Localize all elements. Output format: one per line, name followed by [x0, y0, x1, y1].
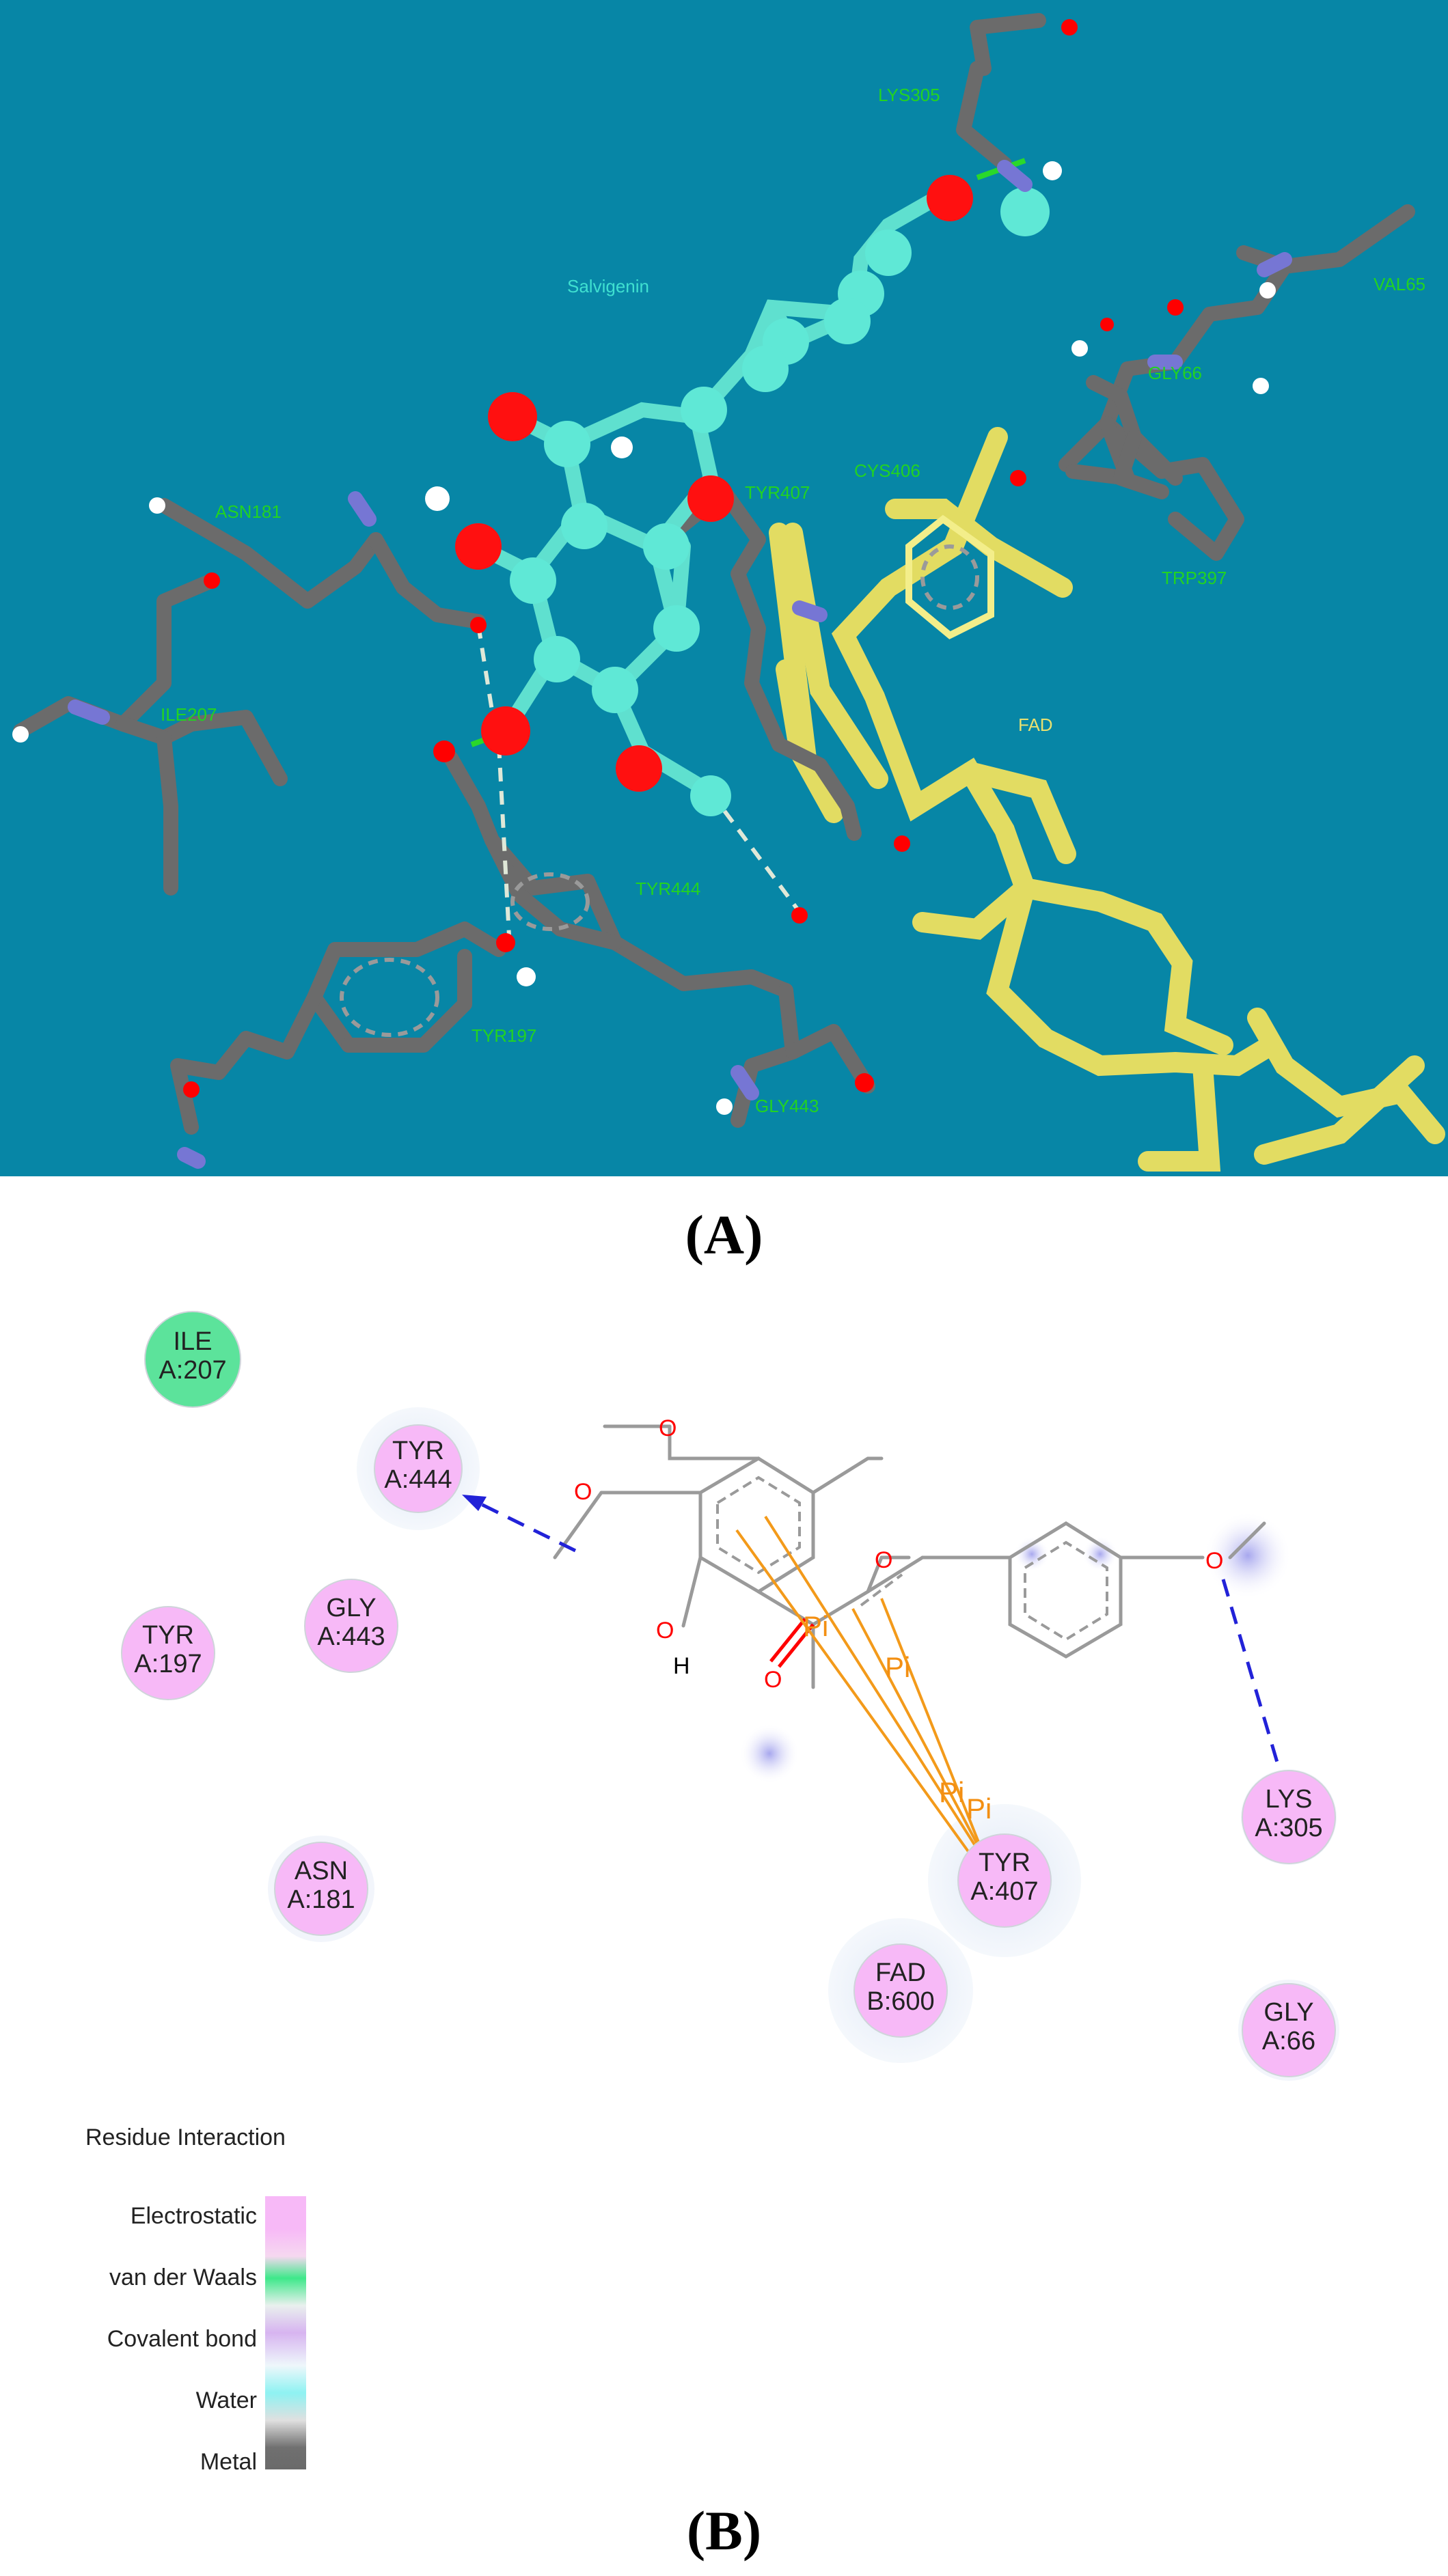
- residue-atoms: [12, 19, 1276, 1115]
- asn181-id: A:181: [287, 1885, 355, 1914]
- ligand-aromatic-dashes: [716, 1476, 1108, 1642]
- label-ile207: ILE207: [161, 704, 217, 725]
- pi-label-1: Pi: [803, 1610, 828, 1642]
- panel-b-svg: O O O O O O H Pi Pi Pi Pi: [85, 1311, 1339, 2475]
- aromatic-ring-markers: [340, 544, 979, 1037]
- oxygen-label-6: O: [1205, 1548, 1223, 1574]
- disc-gly443: [304, 1579, 398, 1673]
- panel-a-labels: LYS305 VAL65 Salvigenin GLY66 ASN181 TYR…: [161, 85, 1425, 1116]
- gly66-name: GLY: [1263, 1998, 1313, 2027]
- oxygen-label-5: O: [764, 1667, 782, 1693]
- label-asn181: ASN181: [215, 501, 282, 522]
- disc-tyr407: [957, 1833, 1052, 1928]
- residue-discs: [121, 1311, 1336, 2077]
- label-tyr197: TYR197: [472, 1025, 536, 1046]
- disc-tyr444: [374, 1424, 463, 1513]
- disc-asn181: [274, 1842, 368, 1936]
- panel-a-svg: LYS305 VAL65 Salvigenin GLY66 ASN181 TYR…: [0, 0, 1448, 1176]
- label-val65: VAL65: [1374, 274, 1425, 294]
- gly443-id: A:443: [317, 1622, 385, 1651]
- fad600-id: B:600: [866, 1987, 934, 2016]
- oxygen-bonds: [769, 1618, 815, 1668]
- disc-lys305: [1242, 1770, 1336, 1864]
- lys305-id: A:305: [1255, 1814, 1322, 1842]
- nitrogen-segments: [68, 160, 1292, 1169]
- disc-fad600: [853, 1943, 948, 2038]
- ligand-atoms: [425, 175, 1050, 816]
- ligand-skeleton: [553, 1424, 1266, 1689]
- legend-item-electrostatic: Electrostatic: [131, 2203, 257, 2229]
- ligand-oxygens: O O O O O O: [574, 1415, 1223, 1693]
- legend-item-covalent: Covalent bond: [107, 2326, 257, 2352]
- panel-b-2d-diagram: O O O O O O H Pi Pi Pi Pi: [0, 1230, 1448, 2576]
- legend-title: Residue Interaction: [85, 2124, 286, 2150]
- label-gly66: GLY66: [1148, 363, 1202, 383]
- pi-labels: Pi Pi Pi Pi: [803, 1610, 992, 1825]
- label-fad: FAD: [1018, 715, 1053, 735]
- pi-label-2: Pi: [885, 1651, 910, 1683]
- legend-color-bar: [265, 2196, 306, 2469]
- legend-item-vdw: van der Waals: [109, 2265, 257, 2290]
- legend-item-metal: Metal: [200, 2449, 257, 2475]
- asn181-name: ASN: [295, 1857, 348, 1885]
- tyr444-id: A:444: [384, 1465, 452, 1494]
- oxygen-label-4: O: [656, 1618, 674, 1644]
- pi-label-3: Pi: [939, 1776, 964, 1808]
- panel-a-3d-view: LYS305 VAL65 Salvigenin GLY66 ASN181 TYR…: [0, 0, 1448, 1176]
- oxygen-label-1: O: [659, 1415, 677, 1441]
- caption-a: (A): [685, 1204, 763, 1266]
- lys305-name: LYS: [1265, 1785, 1312, 1814]
- oxygen-label-3: O: [875, 1547, 892, 1573]
- gly443-name: GLY: [326, 1594, 376, 1622]
- ile207-name: ILE: [173, 1327, 212, 1356]
- arrowhead-tyr444: [462, 1495, 487, 1511]
- tyr407-id: A:407: [970, 1877, 1038, 1906]
- label-cys406: CYS406: [854, 460, 920, 481]
- fad-sticks: [769, 427, 1445, 1172]
- caption-b: (B): [686, 2499, 762, 2562]
- oxygen-label-2: O: [574, 1479, 592, 1505]
- legend: Residue Interaction Electrostatic van de…: [85, 2124, 306, 2475]
- label-lys305: LYS305: [878, 85, 940, 105]
- label-salvigenin: Salvigenin: [567, 276, 649, 296]
- disc-gly66: [1242, 1983, 1336, 2077]
- label-tyr407: TYR407: [745, 482, 810, 503]
- panel-a-background: [0, 0, 1448, 1176]
- residue-labels: ILE A:207 TYR A:444 GLY A:443 TYR A:197 …: [134, 1327, 1322, 2055]
- label-gly443: GLY443: [755, 1096, 819, 1116]
- hbond-dashes: [476, 624, 802, 937]
- hbond-arrows: [477, 1501, 1287, 1788]
- residue-sticks: [13, 13, 1415, 1135]
- tyr444-name: TYR: [392, 1437, 444, 1465]
- ile207-id: A:207: [159, 1356, 226, 1385]
- fad-ring-highlight: [905, 514, 994, 639]
- disc-tyr197: [121, 1606, 215, 1700]
- gly66-id: A:66: [1262, 2027, 1315, 2055]
- arrow-heads: [462, 1495, 1294, 1802]
- tyr197-id: A:197: [134, 1650, 202, 1678]
- fad600-name: FAD: [875, 1958, 926, 1987]
- pi-label-4: Pi: [966, 1792, 992, 1825]
- hydrogen-label: H: [673, 1653, 690, 1679]
- label-trp397: TRP397: [1162, 568, 1227, 588]
- label-tyr444: TYR444: [636, 878, 700, 899]
- legend-item-water: Water: [196, 2387, 257, 2413]
- disc-ile207: [144, 1311, 241, 1408]
- tyr407-name: TYR: [979, 1848, 1030, 1877]
- tyr197-name: TYR: [142, 1621, 194, 1650]
